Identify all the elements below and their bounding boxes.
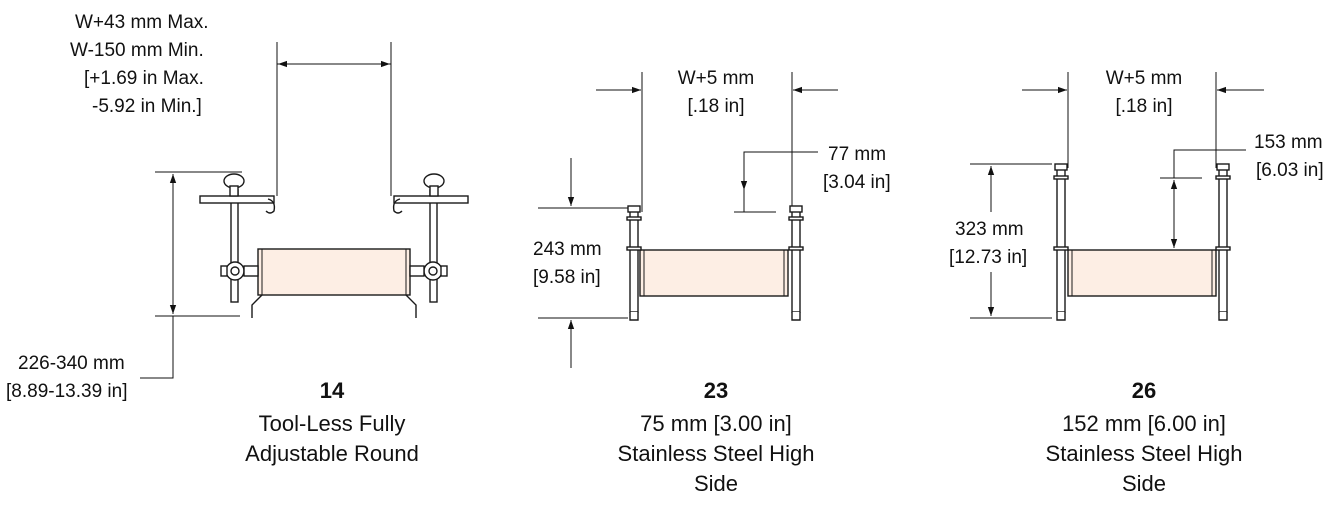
height-dimension-lines [970,163,1052,319]
diagram-14-caption-1: Tool-Less Fully [259,411,406,436]
diagram-14: W+43 mm Max. W-150 mm Min. [+1.69 in Max… [6,12,469,466]
height-dim-line-2: [8.89-13.39 in] [6,381,127,402]
conveyor-23-drawing [626,205,804,321]
width-dim-line-2: [.18 in] [687,96,744,117]
height-dimension-lines [140,171,242,379]
width-dim-line-1: W+5 mm [1106,68,1183,89]
conveyor-26-drawing [1053,163,1231,321]
diagram-26-caption-1: 152 mm [6.00 in] [1062,411,1226,436]
width-dim-line-2: [.18 in] [1115,96,1172,117]
width-dim-line-2: W-150 mm Min. [70,40,204,61]
diagram-23-caption-3: Side [694,471,738,496]
diagram-23-caption-1: 75 mm [3.00 in] [640,411,792,436]
height-dim-line-1: 243 mm [533,239,602,260]
diagram-26-number: 26 [1132,378,1156,403]
diagram-26-caption-2: Stainless Steel High [1046,441,1243,466]
side-dim-line-1: 77 mm [828,144,886,165]
height-dim-line-2: [9.58 in] [533,267,601,288]
diagram-23: W+5 mm [.18 in] 77 mm [3.04 in] 243 mm [… [533,68,891,496]
width-dim-line-3: [+1.69 in Max. [84,68,204,89]
diagram-23-caption-2: Stainless Steel High [618,441,815,466]
conveyor-14-drawing [199,173,469,318]
roller [1067,249,1217,297]
width-dim-line-1: W+5 mm [678,68,755,89]
height-dim-line-2: [12.73 in] [949,247,1027,268]
diagram-23-number: 23 [704,378,728,403]
height-dimension-lines [538,158,628,368]
diagram-26-caption-3: Side [1122,471,1166,496]
width-dimension-lines [276,42,392,196]
width-dimension-lines [1022,72,1264,168]
height-dim-line-1: 323 mm [955,219,1024,240]
diagram-26: W+5 mm [.18 in] 153 mm [6.03 in] 323 mm … [949,68,1324,496]
side-dim-line-2: [6.03 in] [1256,160,1324,181]
roller [257,248,411,296]
diagram-14-caption-2: Adjustable Round [245,441,419,466]
width-dim-line-4: -5.92 in Min.] [92,96,202,117]
width-dim-line-1: W+43 mm Max. [75,12,209,33]
side-dim-line-1: 153 mm [1254,132,1323,153]
width-dimension-lines [596,72,838,212]
height-dim-line-1: 226-340 mm [18,353,125,374]
side-dim-line-2: [3.04 in] [823,172,891,193]
side-dimension-lines [1160,149,1246,248]
roller [639,249,789,297]
diagram-14-number: 14 [320,378,345,403]
